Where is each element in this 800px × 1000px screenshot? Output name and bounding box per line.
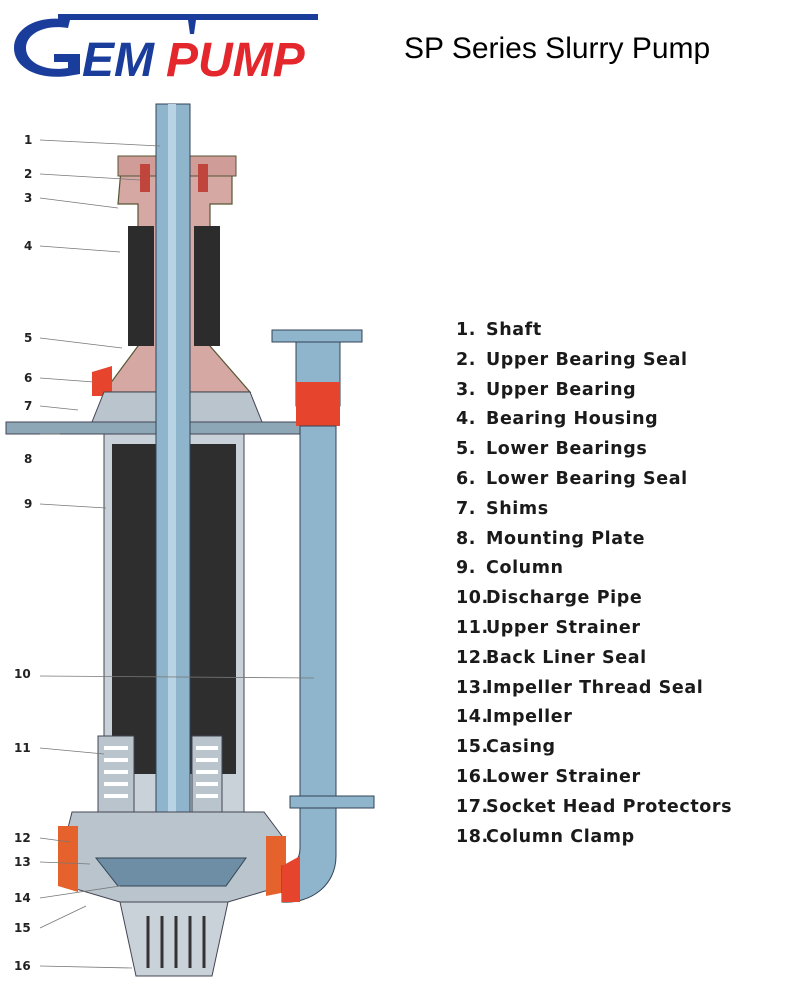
parts-legend: 1. Shaft 2. Upper Bearing Seal 3. Upper Bea…	[456, 316, 796, 852]
legend-label: Upper Bearing Seal	[486, 349, 688, 370]
legend-label: Discharge Pipe	[486, 588, 643, 609]
legend-item: 16.Lower Strainer	[456, 763, 796, 793]
callout-number: 16	[14, 959, 31, 973]
legend-number: 13.	[456, 677, 489, 698]
legend-label: Mounting Plate	[486, 528, 646, 549]
callout-number: 8	[24, 452, 33, 466]
callout-number: 13	[14, 855, 31, 869]
legend-label: Impeller Thread Seal	[486, 677, 704, 698]
legend-label: Column Clamp	[486, 826, 635, 847]
legend-item: 14.Impeller	[456, 703, 796, 733]
callout-number: 4	[24, 239, 33, 253]
legend-number: 18.	[456, 826, 489, 847]
callout-number: 2	[24, 167, 33, 181]
legend-number: 11.	[456, 617, 489, 638]
legend-label: Bearing Housing	[486, 409, 659, 430]
legend-number: 7.	[456, 498, 477, 519]
callout-number: 3	[24, 191, 33, 205]
legend-label: Lower Bearings	[486, 439, 648, 460]
legend-number: 16.	[456, 766, 489, 787]
legend-item: 18.Column Clamp	[456, 823, 796, 853]
legend-number: 5.	[456, 439, 477, 460]
legend-number: 3.	[456, 379, 477, 400]
legend-number: 10.	[456, 588, 489, 609]
legend-number: 14.	[456, 707, 489, 728]
legend-number: 2.	[456, 349, 477, 370]
legend-number: 1.	[456, 320, 477, 340]
legend-number: 9.	[456, 558, 477, 579]
legend-number: 8.	[456, 528, 477, 549]
legend-item: 15.Casing	[456, 733, 796, 763]
callout-number: 11	[14, 741, 31, 755]
legend-number: 15.	[456, 737, 489, 758]
legend-item: 4. Bearing Housing	[456, 405, 796, 435]
legend-item: 11.Upper Strainer	[456, 614, 796, 644]
legend-item: 12.Back Liner Seal	[456, 644, 796, 674]
svg-text:PUMP: PUMP	[166, 34, 306, 86]
legend-label: Impeller	[486, 707, 573, 728]
callout-number: 14	[14, 891, 31, 905]
legend-label: Back Liner Seal	[486, 647, 647, 668]
legend-item: 6. Lower Bearing Seal	[456, 465, 796, 495]
legend-item: 8. Mounting Plate	[456, 525, 796, 555]
callout-number: 15	[14, 921, 31, 935]
callout-number: 10	[14, 667, 31, 681]
callout-number: 7	[24, 399, 33, 413]
legend-item: 10.Discharge Pipe	[456, 584, 796, 614]
legend-item: 17.Socket Head Protectors	[456, 793, 796, 823]
legend-label: Upper Bearing	[486, 379, 637, 400]
page-title: SP Series Slurry Pump	[404, 32, 711, 65]
callout-number: 5	[24, 331, 33, 345]
legend-item: 13.Impeller Thread Seal	[456, 674, 796, 704]
legend-number: 6.	[456, 468, 477, 489]
legend-item: 1. Shaft	[456, 316, 796, 346]
legend-label: Lower Strainer	[486, 766, 641, 787]
legend-number: 4.	[456, 409, 477, 430]
legend-label: Shims	[486, 498, 549, 519]
legend-label: Socket Head Protectors	[486, 796, 733, 817]
pump-diagram	[5, 103, 375, 977]
legend-label: Lower Bearing Seal	[486, 468, 688, 489]
legend-label: Casing	[486, 737, 556, 758]
legend-item: 9. Column	[456, 554, 796, 584]
callout-number: 6	[24, 371, 33, 385]
callout-number: 12	[14, 831, 31, 845]
legend-item: 5. Lower Bearings	[456, 435, 796, 465]
legend-number: 17.	[456, 796, 489, 817]
legend-label: Column	[486, 558, 564, 579]
callout-number: 1	[24, 133, 33, 147]
legend-item: 2. Upper Bearing Seal	[456, 346, 796, 376]
legend-number: 12.	[456, 647, 489, 668]
legend-item: 7. Shims	[456, 495, 796, 525]
callout-number: 9	[24, 497, 33, 511]
legend-label: Shaft	[486, 320, 542, 340]
legend-item: 3. Upper Bearing	[456, 376, 796, 406]
legend-label: Upper Strainer	[486, 617, 641, 638]
gempump-logo: EM PUMP	[14, 14, 318, 86]
svg-text:EM: EM	[82, 34, 155, 86]
